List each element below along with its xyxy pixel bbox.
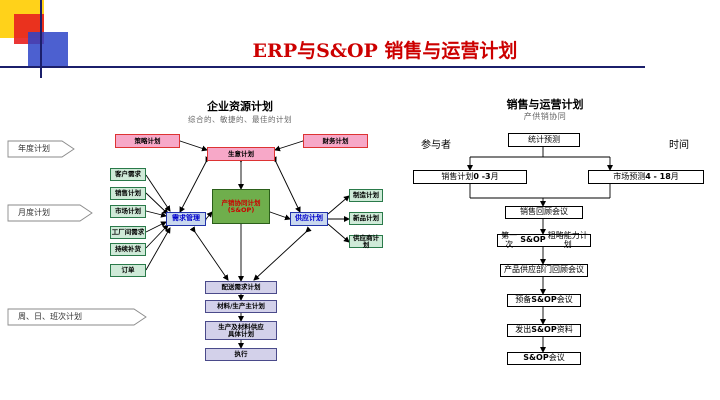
step-2-pre: 第一次 [501,231,518,249]
step-5-post: 资料 [556,325,573,335]
sales-plan-box: 销售计划 [110,187,146,200]
sop-hub-line-1: 产销协同计划 [221,198,261,207]
inter-plant-demand-box: 工厂间需求 [110,226,146,239]
market-plan-box: 市场计划 [110,205,146,218]
erp-heading: 企业资源计划 [207,100,273,113]
demand-management-box: 需求管理 [166,212,206,226]
orders-box: 订单 [110,264,146,277]
sales-plan-range: 0 -3 [473,171,491,181]
step-5-pre: 发出 [515,325,532,335]
manufacturing-plan-box: 制造计划 [349,189,383,202]
step-6-post: 会议 [548,353,565,363]
sales-plan-0-3-box: 销售计划 0 -3 月 [413,170,527,184]
step-2-post: 粗略能力计划 [547,231,588,249]
annual-plan-label: 年度计划 [18,144,50,153]
market-forecast-text: 市场预测 [613,171,646,181]
statistical-forecast-box: 统计预测 [508,133,580,147]
participants-label: 参与者 [421,140,451,151]
daily-plan-label: 周、日、班次计划 [18,312,82,321]
master-production-box: 材料/生产主计划 [205,300,277,313]
step-4-pre: 预备 [515,295,532,305]
sop-hub-box: 产销协同计划 (S&OP) [212,189,270,224]
monthly-plan-label: 月度计划 [18,208,50,217]
daily-pointer-shape [7,308,147,326]
supplier-plan-box: 供应商计划 [349,234,383,248]
business-plan-box: 生意计划 [207,147,275,161]
finance-plan-box: 财务计划 [303,134,368,148]
erp-caption: 综合的、敏捷的、最佳的计划 [188,115,292,124]
step-4-bold: S&OP [531,295,557,305]
sales-plan-unit: 月 [490,171,499,181]
strategy-plan-box: 策略计划 [115,134,180,148]
step-6-bold: S&OP [523,353,549,363]
supply-plan-box: 供应计划 [290,212,328,226]
step-5-bold: S&OP [531,325,557,335]
continuous-replenish-box: 持续补货 [110,243,146,256]
step-4-post: 会议 [556,295,573,305]
sop-hub-line-2: (S&OP) [227,205,255,214]
sop-heading: 销售与运营计划 [506,98,584,111]
sales-plan-text: 销售计划 [441,171,474,181]
customer-demand-box: 客户需求 [110,168,146,181]
market-forecast-unit: 月 [670,171,679,181]
detailed-supply-plan-box: 生产及材料供应 具体计划 [205,321,277,340]
detailed-supply-line-1: 生产及材料供应 [218,322,264,331]
deco-blue-square [28,32,68,66]
monthly-pointer-shape [7,204,93,222]
supply-dept-review-box: 产品供应部门回顾会议 [500,264,588,277]
market-forecast-4-18-box: 市场预测 4 - 18 月 [588,170,704,184]
sop-caption: 产供销协同 [523,112,567,121]
step-2-bold: S&OP [520,235,546,245]
detailed-supply-line-2: 具体计划 [228,329,254,338]
deco-vertical-line [40,0,42,78]
new-product-plan-box: 新品计划 [349,212,383,225]
sop-meeting-box: S&OP 会议 [507,352,581,365]
time-label: 时间 [669,140,689,151]
market-forecast-range: 4 - 18 [645,171,671,181]
title-rule [0,66,645,68]
slide-title: ERP与S&OP 销售与运营计划 [252,40,518,62]
step-1-text: 销售回顾会议 [520,207,568,217]
sales-review-meeting-box: 销售回顾会议 [505,206,583,219]
distribution-demand-box: 配送需求计划 [205,281,277,294]
execution-box: 执行 [205,348,277,361]
step-3-text: 产品供应部门回顾会议 [504,265,584,275]
annual-pointer-shape [7,140,75,158]
